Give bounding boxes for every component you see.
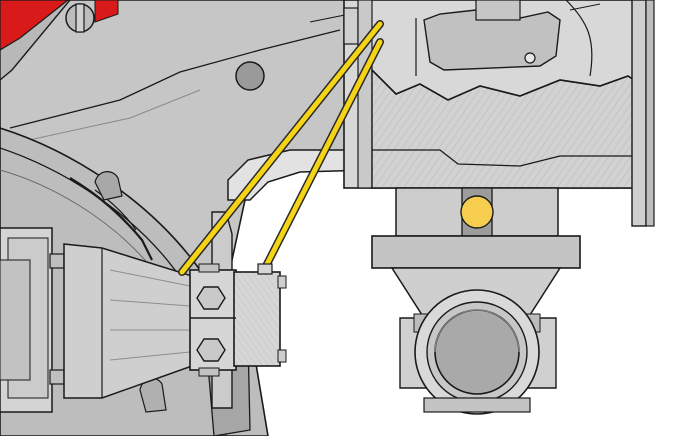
adjusting-screw (395, 187, 559, 237)
indicator-dot (460, 195, 494, 229)
hex-nut-upper (196, 286, 226, 310)
red-accent-strip (0, 0, 69, 51)
pipe-connection (399, 289, 557, 415)
slot-screw (65, 3, 95, 33)
hex-nut-lower (196, 338, 226, 362)
electrode-bracket (189, 211, 287, 409)
housing-hole (235, 61, 265, 91)
ignition-transformer (0, 227, 193, 413)
blast-tube-cutaway (343, 0, 655, 227)
ignition-electrodes (178, 20, 384, 276)
